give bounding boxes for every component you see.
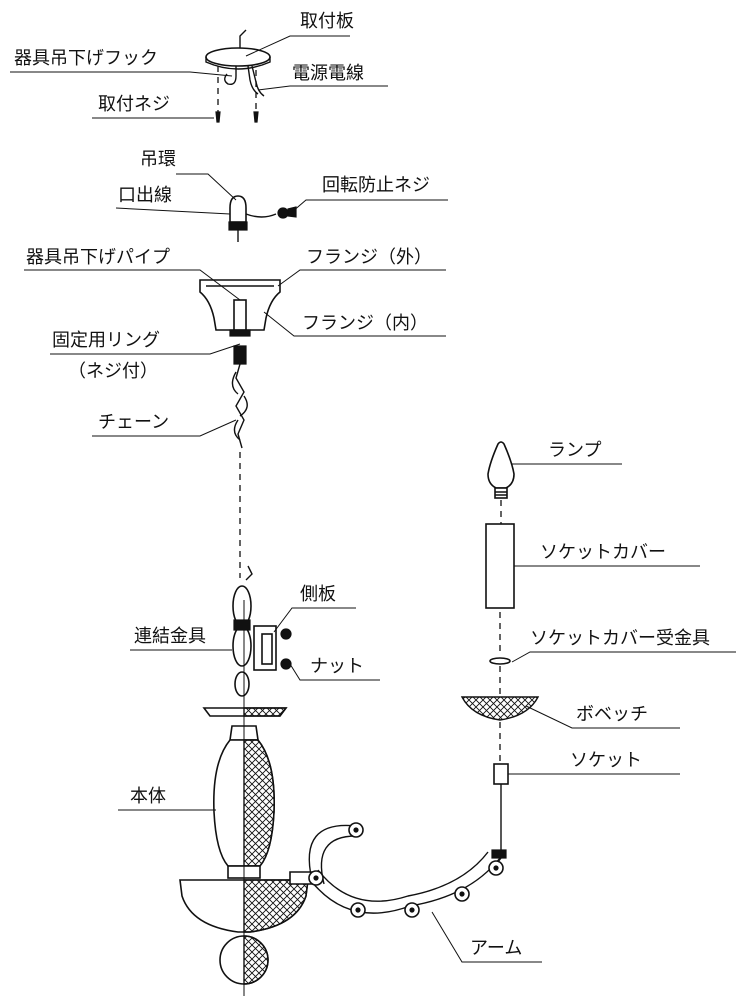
- label-lamp: ランプ: [548, 440, 602, 461]
- label-fixture-hook: 器具吊下げフック: [14, 48, 158, 69]
- flange-assembly: [199, 279, 281, 337]
- label-fixing-ring-note: （ネジ付）: [68, 361, 158, 382]
- label-power-wire: 電源電線: [292, 63, 364, 84]
- label-nut: ナット: [310, 656, 364, 677]
- label-chain: チェーン: [98, 412, 170, 433]
- label-hanging-pipe: 器具吊下げパイプ: [26, 247, 170, 268]
- label-mounting-screw: 取付ネジ: [98, 94, 170, 115]
- label-socket: ソケット: [570, 750, 642, 771]
- hanging-ring-assembly: [228, 195, 297, 242]
- label-arm: アーム: [470, 938, 523, 959]
- leader-lines: [10, 35, 736, 963]
- mounting-plate-assembly: [205, 29, 271, 123]
- label-socket-cover: ソケットカバー: [540, 542, 666, 563]
- label-outlet-wire: 口出線: [118, 185, 172, 206]
- chandelier-body: [179, 600, 309, 996]
- label-fixing-ring: 固定用リング: [52, 330, 160, 351]
- arm: [289, 822, 507, 918]
- label-anti-rotation-screw: 回転防止ネジ: [322, 175, 430, 196]
- label-flange-inner: フランジ（内）: [302, 313, 428, 334]
- label-hanging-ring: 吊環: [140, 149, 176, 170]
- connector-assembly: [232, 565, 292, 697]
- label-body: 本体: [130, 786, 166, 807]
- label-socket-cover-bracket: ソケットカバー受金具: [530, 628, 710, 649]
- label-mounting-plate: 取付板: [300, 11, 354, 32]
- lamp-column: [460, 441, 540, 850]
- label-side-plate: 側板: [300, 584, 336, 605]
- label-flange-outer: フランジ（外）: [306, 247, 432, 268]
- chain-assembly: [231, 345, 248, 578]
- label-connector: 連結金具: [134, 626, 206, 647]
- label-bobeche: ボベッチ: [576, 704, 648, 725]
